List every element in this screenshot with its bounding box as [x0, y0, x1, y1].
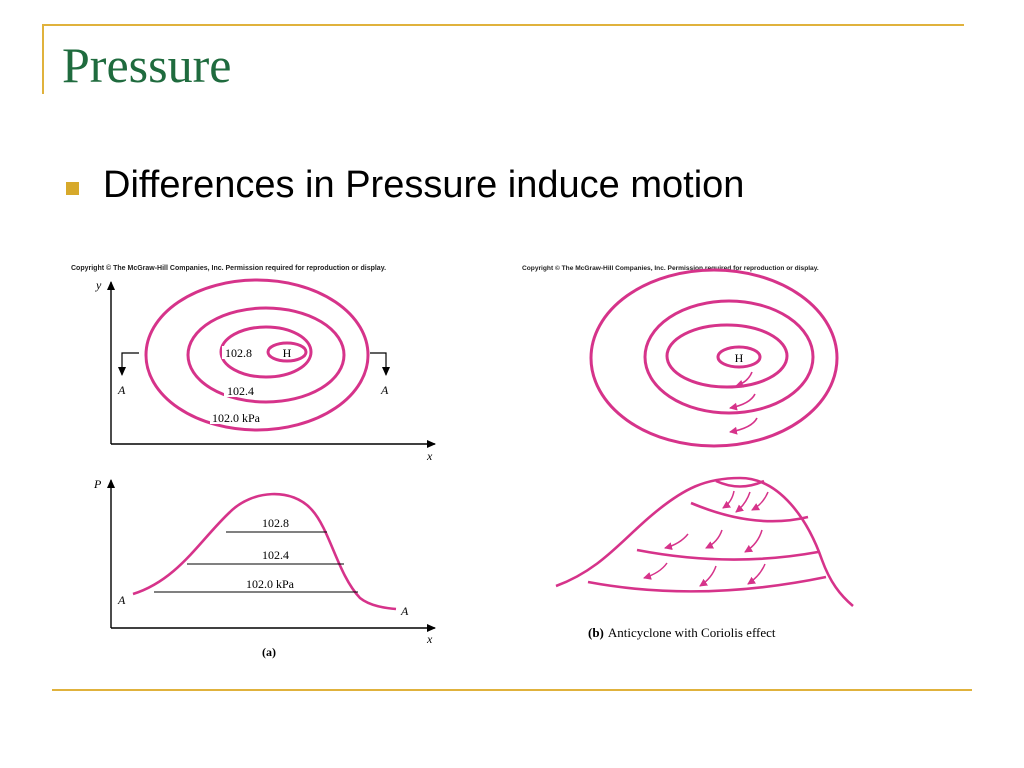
isobar-label-mid: 102.4 [227, 384, 254, 398]
label-bg [210, 411, 276, 424]
copyright-left: Copyright © The McGraw-Hill Companies, I… [71, 265, 387, 272]
section-label-right: A [380, 383, 389, 397]
caption-b-bold: (b) [588, 625, 604, 640]
pressure-profile-curve [132, 492, 397, 611]
label-bg [222, 346, 256, 359]
isobar-label-outer: 102.0 kPa [212, 411, 261, 425]
surface-isobar-2 [636, 548, 819, 561]
section-marker-left [118, 352, 139, 376]
surface-isobar-cap [715, 479, 765, 488]
surface-arrow [735, 491, 751, 513]
bottom-rule [52, 689, 972, 691]
caption-b: (b) Anticyclone with Coriolis effect [588, 625, 776, 640]
wind-arrow [729, 393, 756, 411]
p-axis-label: P [93, 477, 102, 491]
caption-a: (a) [262, 645, 276, 659]
high-center-isobar [266, 341, 308, 363]
surface-arrow [664, 533, 689, 551]
bullet-text: Differences in Pressure induce motion [103, 164, 745, 206]
surface-arrow [705, 529, 723, 549]
profile-label-bottom: 102.0 kPa [246, 577, 295, 591]
section-label-left: A [117, 383, 126, 397]
bullet-marker [66, 182, 79, 195]
surface-arrow [751, 491, 769, 511]
y-axis-label: y [95, 278, 102, 292]
slide-title: Pressure [62, 37, 232, 93]
high-label-a: H [283, 346, 292, 360]
panel-a-plan-view: y x H 102.8 102.4 102.0 kPa A A [95, 278, 436, 463]
wind-arrow [735, 371, 753, 388]
isobar-outer [144, 278, 370, 432]
top-rule [42, 24, 964, 26]
x-axis-label: x [426, 449, 433, 463]
caption-b-text: Anticyclone with Coriolis effect [608, 625, 776, 640]
surface-outline [555, 476, 854, 607]
surface-arrow [722, 490, 735, 509]
isobar-label-inner: 102.8 [225, 346, 252, 360]
isobar-b-inner [665, 323, 789, 389]
panel-a-profile: P x 102.8 102.4 102.0 kPa A A (a) [93, 477, 436, 659]
isobar-b-middle [643, 299, 815, 415]
isobar-middle [186, 306, 346, 404]
surface-isobar-3 [587, 575, 827, 593]
copyright-right: Copyright © The McGraw-Hill Companies, I… [522, 265, 819, 272]
surface-arrow [744, 529, 763, 553]
profile-label-top: 102.8 [262, 516, 289, 530]
high-center-isobar-b [716, 345, 762, 369]
profile-label-right: A [400, 604, 409, 618]
isobar-b-outer [589, 268, 839, 448]
high-label-b: H [735, 351, 744, 365]
label-bg [224, 384, 258, 397]
isobar-inner [219, 325, 313, 379]
surface-arrow [699, 565, 717, 587]
surface-arrow [643, 562, 668, 580]
surface-isobar-1 [690, 501, 809, 523]
wind-arrow [729, 417, 758, 435]
x-axis-label-profile: x [426, 632, 433, 646]
panel-b-plan-view: H [589, 268, 839, 448]
left-rule [42, 24, 44, 94]
panel-b-surface: (b) Anticyclone with Coriolis effect [555, 476, 854, 640]
surface-arrow [747, 563, 766, 585]
profile-label-left: A [117, 593, 126, 607]
section-marker-right [370, 352, 390, 376]
profile-label-mid: 102.4 [262, 548, 289, 562]
